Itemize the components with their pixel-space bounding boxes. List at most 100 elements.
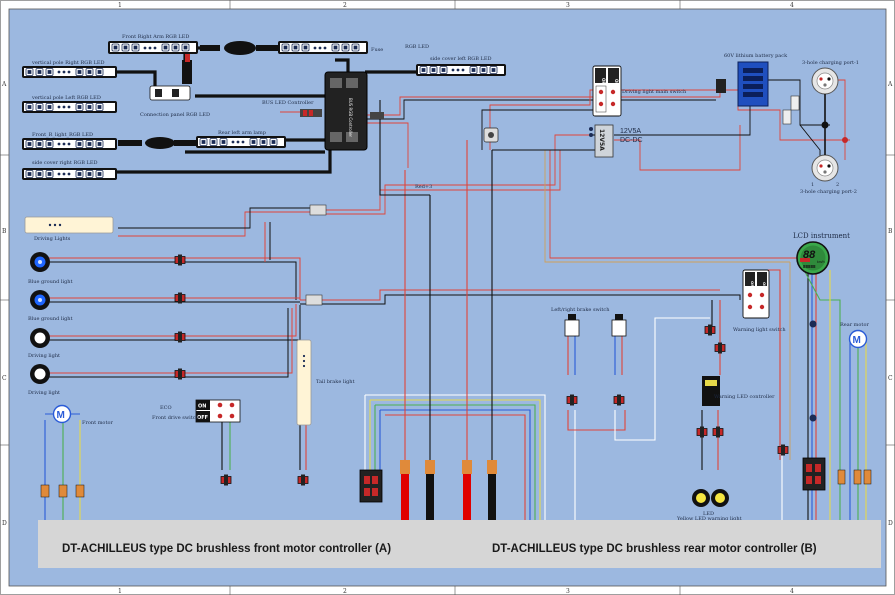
label-driving-light-2: Driving light <box>28 390 60 396</box>
label-blue-ground-1: Blue ground light <box>28 279 73 285</box>
label-side-cover-right: side cover right RGB LED <box>32 160 98 166</box>
row-label-c-right: C <box>888 375 893 382</box>
label-warning-switch: Warning light switch <box>733 327 786 333</box>
label-eco: ECO <box>160 405 172 411</box>
tail-brake-light <box>296 339 312 426</box>
label-charging-1: 3-hole charging port-1 <box>802 60 859 66</box>
main-switch-off: OFF <box>601 78 606 87</box>
row-label-a-right: A <box>887 81 893 88</box>
main-switch-on: ON <box>614 79 619 86</box>
fuse-assembly <box>200 41 368 55</box>
driving-light-2 <box>30 364 50 384</box>
warning-light-switch[interactable]: OFF ON <box>742 269 770 319</box>
label-front-r-light: Front_R_light_RGB LED <box>32 132 93 138</box>
label-driving-lights: Driving Lights <box>34 236 71 242</box>
rear-controller-label: DT-ACHILLEUS type DC brushless rear moto… <box>492 543 817 555</box>
lcd-instrument: 88 km/h 88888 <box>796 241 830 275</box>
row-label-d-left: D <box>2 520 7 527</box>
eco-front-drive-switch[interactable]: ON OFF <box>195 399 241 423</box>
label-lcd-instrument: LCD instrument <box>793 232 850 240</box>
led-strip-front-right-arm <box>108 41 198 54</box>
label-connection-panel: Connection panel RGB LED <box>140 112 210 118</box>
label-tail-brake: Tail brake light <box>316 379 355 385</box>
bus-led-controller: BUS RGB Controller <box>324 71 368 151</box>
label-vertical-right: vertical pole Right RGB LED <box>31 60 105 66</box>
label-main-switch: Driving light main switch <box>622 89 687 95</box>
front-controller-connectors <box>220 460 497 520</box>
label-bus-controller: BUS LED Controller <box>262 100 314 106</box>
row-label-a-left: A <box>1 81 7 88</box>
bus-connector <box>300 109 384 119</box>
label-rear-left-arm: Rear left arm lamp <box>218 130 266 136</box>
label-vertical-left: vertical pole Left RGB LED <box>31 95 101 101</box>
dcdc-converter: 12V5A <box>589 124 614 158</box>
label-driving-light-1: Driving light <box>28 353 60 359</box>
driving-light-1 <box>30 328 50 348</box>
row-label-c-left: C <box>2 375 7 382</box>
blue-ground-light-1 <box>30 252 50 272</box>
wire-bundle-lights <box>40 222 741 378</box>
warning-switch-off: OFF <box>750 281 755 290</box>
front-controller-label: DT-ACHILLEUS type DC brushless front mot… <box>62 543 391 555</box>
led-strip-vertical-right <box>22 66 117 78</box>
eco-switch-off: OFF <box>197 415 208 421</box>
label-charging-2: 3-hole charging port-2 <box>800 189 857 195</box>
col-label-2-top: 2 <box>343 2 347 9</box>
svg-text:M: M <box>57 410 65 421</box>
brake-switches[interactable] <box>564 314 627 406</box>
row-label-b-left: B <box>2 228 7 235</box>
led-strip-vertical-left <box>22 101 117 113</box>
label-battery: 60V lithium battery pack <box>724 53 788 59</box>
dcdc-box-text: 12V5A <box>598 129 605 151</box>
warning-switch-on: ON <box>762 282 767 288</box>
led-strip-front-r-light <box>22 138 117 150</box>
label-brake-switch: Left/right brake switch <box>551 307 610 313</box>
driving-lights-bar <box>24 216 114 234</box>
row-label-d-right: D <box>888 520 893 527</box>
col-label-3-bottom: 3 <box>566 588 570 595</box>
label-fuse: Fuse <box>371 47 383 53</box>
label-yellow-led: Yellow LED warning light <box>676 516 742 522</box>
driving-light-main-switch[interactable]: OFF ON <box>592 65 622 117</box>
label-side-cover-left: side cover left RGB LED <box>430 56 492 62</box>
charging-port-1 <box>811 67 839 95</box>
lcd-unit: km/h <box>817 260 825 264</box>
label-led: LED <box>703 511 714 517</box>
rear-motor-connectors <box>777 320 872 491</box>
label-red-plus: Red+3 <box>415 184 432 190</box>
controller-bar <box>38 520 881 568</box>
label-front-motor: Front motor <box>82 420 113 426</box>
wire-bundle-controller <box>44 100 867 520</box>
battery-pack <box>716 61 769 107</box>
front-motor-connectors <box>40 484 85 498</box>
col-label-1-bottom: 1 <box>118 588 122 595</box>
light-connectors <box>174 204 327 380</box>
row-label-b-right: B <box>888 228 893 235</box>
eco-switch-on: ON <box>198 404 206 410</box>
col-label-2-bottom: 2 <box>343 588 347 595</box>
wire-splitter <box>483 127 499 143</box>
label-rgb-led: RGB LED <box>405 44 429 50</box>
blue-ground-light-2 <box>30 290 50 310</box>
label-pin-1: 1 <box>811 182 814 188</box>
led-strip-side-cover-left <box>416 64 506 76</box>
col-label-4-bottom: 4 <box>790 588 794 595</box>
lcd-odo: 88888 <box>803 264 816 269</box>
front-motor-icon: M <box>45 404 80 424</box>
label-rear-motor: Rear motor <box>840 322 869 328</box>
label-pin-2: 2 <box>836 182 839 188</box>
rear-motor-icon: M <box>848 329 868 349</box>
label-front-right-arm: Front Right Arm RGB LED <box>122 34 189 40</box>
led-strip-rear-left-arm <box>118 136 286 149</box>
label-dcdc-sub: DC-DC <box>620 137 643 144</box>
label-dcdc-main: 12V5A <box>620 128 641 135</box>
yellow-led-lights <box>692 489 729 507</box>
label-blue-ground-2: Blue ground light <box>28 316 73 322</box>
label-warning-controller: Warning LED controller <box>714 394 775 400</box>
bus-box-text: BUS RGB Controller <box>348 98 353 137</box>
led-strip-side-cover-right <box>22 168 117 180</box>
warning-led-controller <box>696 324 726 438</box>
col-label-1-top: 1 <box>118 2 122 9</box>
